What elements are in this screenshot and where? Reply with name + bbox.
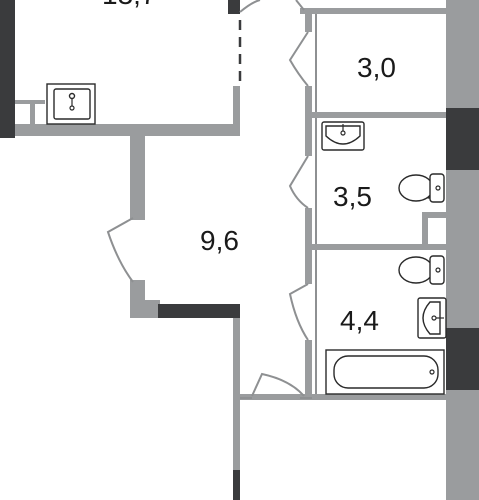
right-column-left-wall-top <box>305 12 312 32</box>
toilet-door-swing <box>288 155 309 209</box>
hallway-left-wall-upper <box>130 136 145 220</box>
toilet-washbasin-icon <box>321 121 365 151</box>
room-toilet-area: 3,5 <box>333 181 372 212</box>
hallway-door-swing <box>106 217 134 283</box>
lower-room-left-wall <box>233 318 240 500</box>
shaft-box-side <box>422 212 428 248</box>
room-top-left-area: 13,7 <box>102 0 157 10</box>
shaft-box-top <box>422 212 446 218</box>
lower-door-swing <box>251 372 305 397</box>
right-column-left-wall-3 <box>305 340 312 398</box>
room-bathroom-area: 4,4 <box>340 305 379 336</box>
right-column-left-wall-1 <box>305 86 312 156</box>
top-left-room-right-wall <box>233 86 240 136</box>
hallway-bottom-wall-dark <box>158 304 240 318</box>
bathtub-icon <box>325 349 445 395</box>
top-left-room-bottom-wall <box>15 124 145 136</box>
right-column-left-wall-2 <box>305 208 312 284</box>
top-door-swing <box>239 0 261 13</box>
room-storage-area: 3,0 <box>357 52 396 83</box>
bathroom-washbasin-icon <box>417 297 447 339</box>
storage-door-swing <box>288 31 309 87</box>
toilet-bathroom-divider <box>312 244 446 250</box>
kitchen-niche-side <box>30 100 35 126</box>
room-hallway-area: 9,6 <box>200 225 239 256</box>
storage-toilet-divider <box>312 112 446 118</box>
top-left-room-bottom-wall-right <box>130 124 240 136</box>
right-wall-window-lower <box>446 328 479 390</box>
bathroom-toilet-icon <box>398 255 445 285</box>
bathroom-bottom-wall <box>240 394 446 400</box>
left-wall-dark <box>0 0 15 138</box>
right-outer-wall <box>446 0 479 500</box>
bathroom-door-swing <box>288 283 309 341</box>
kitchen-sink-faucet-knob <box>68 92 76 100</box>
lower-wall-dark-end <box>233 470 240 500</box>
hallway-left-step <box>130 300 160 318</box>
storage-top-wall <box>300 8 446 14</box>
right-wall-window-upper <box>446 108 479 170</box>
toilet-icon <box>398 173 445 203</box>
top-door-swing-right <box>295 0 305 11</box>
top-wall-stub <box>228 0 240 14</box>
